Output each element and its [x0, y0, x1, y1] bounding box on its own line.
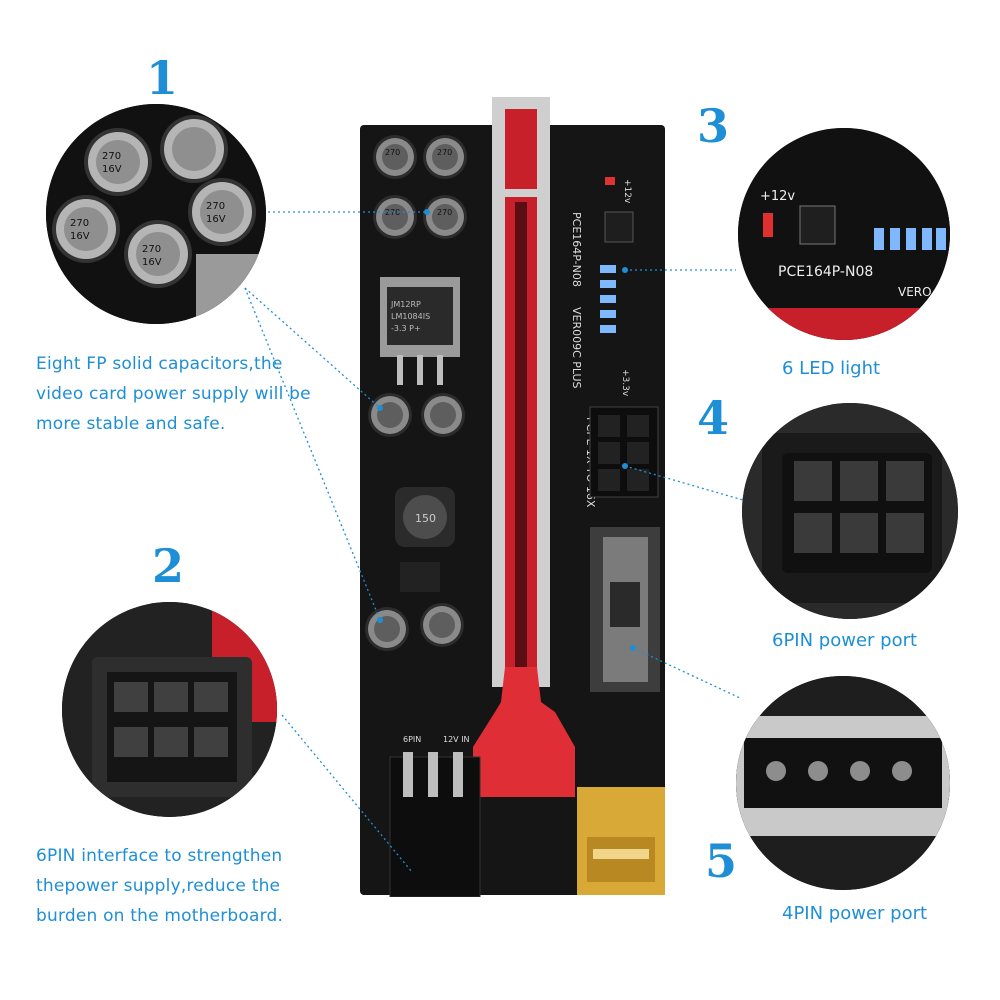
zoom-6pin-interface [62, 602, 277, 817]
6pin-interface-photo [62, 602, 277, 817]
svg-text:16V: 16V [142, 257, 162, 268]
capacitor-caption: Eight FP solid capacitors,the video card… [36, 349, 356, 439]
6pin-power-port-label: 6PIN power port [772, 630, 918, 651]
plus33-text: +3.3v [620, 369, 630, 397]
caption-line: 6PIN interface to strengthen [36, 846, 283, 866]
zoom-ver-text: VERO [898, 285, 932, 299]
zoom-capacitors: 270 16V 270 16V 270 16V 270 16V [46, 104, 266, 324]
4pin-power-port-label: 4PIN power port [782, 903, 928, 924]
callout-number-2: 2 [152, 539, 185, 593]
callout-number-5: 5 [705, 834, 738, 888]
version-text: VER009C PLUS [570, 307, 583, 389]
4pin-port-photo [736, 676, 950, 890]
zoom-model-text: PCE164P-N08 [778, 264, 873, 280]
red-latch [473, 667, 575, 797]
6pin-interface-caption: 6PIN interface to strengthen thepower su… [36, 841, 336, 931]
callout-number-3: 3 [697, 99, 730, 153]
led-lights-photo: +12v PCE164P-N08 VERO [738, 128, 950, 340]
caption-line: more stable and safe. [36, 414, 226, 434]
cap-value-text: 270 [385, 148, 400, 157]
6pin-label: 6PIN [403, 735, 421, 744]
model-text: PCE164P-N08 [570, 212, 583, 287]
6pin-port-photo [742, 403, 958, 619]
zoom-led-lights: +12v PCE164P-N08 VERO [738, 128, 950, 340]
caption-line: Eight FP solid capacitors,the [36, 354, 283, 374]
d3-led [605, 177, 615, 185]
riser-board: 270 270 270 270 JM12RP LM1084IS -3.3 P+ … [360, 97, 665, 897]
inductor-text: 150 [415, 512, 436, 525]
callout-number-4: 4 [697, 391, 730, 445]
zoom-plus12-text: +12v [760, 189, 795, 204]
led-strip [600, 265, 616, 333]
caption-line: burden on the motherboard. [36, 906, 284, 926]
regulator-text-2: LM1084IS [391, 312, 430, 321]
svg-text:270: 270 [437, 148, 452, 157]
svg-text:270: 270 [206, 201, 225, 212]
zoom-cap-text: 270 [102, 151, 121, 162]
zoom-cap-rating: 16V [102, 164, 122, 175]
regulator-text-3: -3.3 P+ [391, 324, 421, 333]
12v-label: 12V IN [443, 735, 470, 744]
svg-text:16V: 16V [206, 214, 226, 225]
capacitor-group-top [373, 135, 467, 239]
callout-number-1: 1 [146, 51, 179, 105]
zoom-4pin-power-port [736, 676, 950, 890]
caption-line: video card power supply will be [36, 384, 311, 404]
regulator-text-1: JM12RP [390, 300, 421, 309]
zoom-6pin-power-port [742, 403, 958, 619]
caption-line: thepower supply,reduce the [36, 876, 281, 896]
svg-text:270: 270 [70, 218, 89, 229]
svg-text:270: 270 [142, 244, 161, 255]
svg-text:270: 270 [437, 208, 452, 217]
svg-text:270: 270 [385, 208, 400, 217]
capacitors-photo: 270 16V 270 16V 270 16V 270 16V [46, 104, 266, 324]
led-light-label: 6 LED light [782, 358, 881, 379]
svg-text:16V: 16V [70, 231, 90, 242]
plus12-text: +12v [622, 179, 632, 204]
